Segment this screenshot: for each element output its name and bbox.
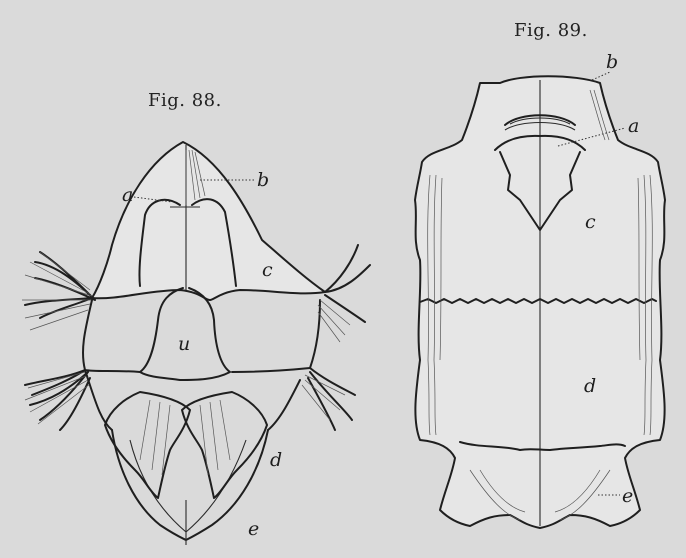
fig88-label-u: u	[178, 333, 190, 355]
fig88-label-a: a	[122, 184, 133, 206]
figure-89-drawing	[415, 72, 665, 528]
fig89-label-c: c	[585, 211, 596, 233]
fig88-hypoplastron-right	[268, 368, 355, 430]
fig88-outline	[92, 142, 325, 300]
fig89-label-b: b	[606, 51, 618, 73]
fig88-xiphiplastron-left	[105, 392, 190, 498]
fig88-label-e: e	[248, 518, 259, 540]
fig88-hyoplastron-left	[25, 252, 95, 318]
fig88-label-c: c	[262, 259, 273, 281]
fig89-label-a: a	[628, 115, 639, 137]
fig88-lower-outline	[112, 430, 268, 540]
fig88-label-d: d	[270, 449, 282, 471]
fig89-label-d: d	[584, 375, 596, 397]
fig88-hypoplastron-left	[25, 370, 90, 430]
fig88-xiphiplastron-right	[182, 392, 267, 498]
fig88-label-b: b	[257, 169, 269, 191]
fig89-label-e: e	[622, 485, 633, 507]
figure-88-drawing	[22, 142, 370, 545]
